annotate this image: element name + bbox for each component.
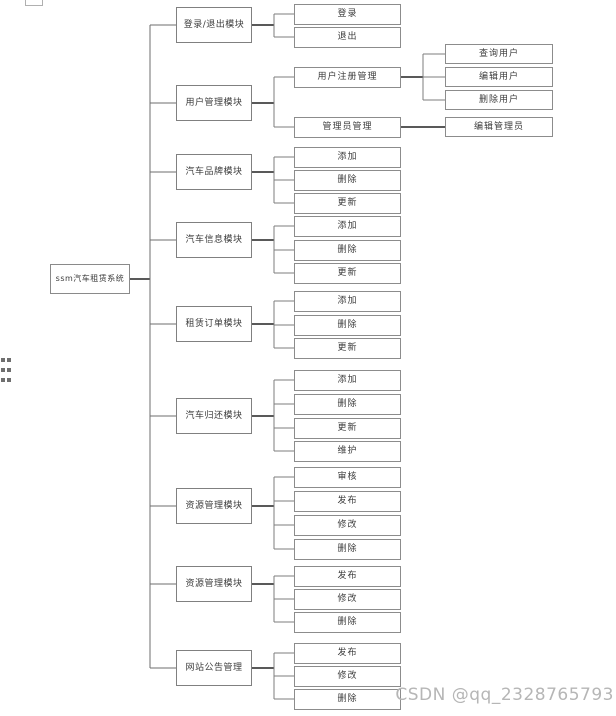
leaf-node: 添加 — [294, 291, 401, 312]
leaf-node: 删除 — [294, 240, 401, 261]
leaf-node: 删除 — [294, 539, 401, 560]
leaf-node: 添加 — [294, 147, 401, 168]
leaf-node: 删除 — [294, 315, 401, 336]
leaf-node: 发布 — [294, 643, 401, 664]
leaf-node: 维护 — [294, 441, 401, 462]
leaf-node: 修改 — [294, 589, 401, 610]
module-node: 租赁订单模块 — [176, 306, 252, 342]
leaf-node: 退出 — [294, 27, 401, 48]
root-node: ssm汽车租赁系统 — [50, 264, 130, 294]
leaf-node: 查询用户 — [445, 44, 553, 64]
leaf-node: 更新 — [294, 418, 401, 439]
partial-box-artifact — [25, 0, 43, 6]
module-node: 资源管理模块 — [176, 488, 252, 524]
module-node: 登录/退出模块 — [176, 7, 252, 43]
module-node: 汽车品牌模块 — [176, 154, 252, 190]
leaf-node: 删除 — [294, 170, 401, 191]
leaf-node: 编辑用户 — [445, 67, 553, 87]
leaf-node: 编辑管理员 — [445, 117, 553, 137]
leaf-node: 删除用户 — [445, 90, 553, 110]
module-node: 资源管理模块 — [176, 566, 252, 602]
leaf-node: 发布 — [294, 491, 401, 512]
module-node: 汽车归还模块 — [176, 398, 252, 434]
sub-group-node: 管理员管理 — [294, 117, 401, 138]
leaf-node: 删除 — [294, 689, 401, 710]
leaf-node: 更新 — [294, 193, 401, 214]
leaf-node: 审核 — [294, 467, 401, 488]
leaf-node: 修改 — [294, 666, 401, 687]
module-node: 用户管理模块 — [176, 85, 252, 121]
leaf-node: 发布 — [294, 566, 401, 587]
leaf-node: 删除 — [294, 394, 401, 415]
leaf-node: 登录 — [294, 4, 401, 25]
leaf-node: 添加 — [294, 370, 401, 391]
leaf-node: 添加 — [294, 216, 401, 237]
sub-group-node: 用户注册管理 — [294, 67, 401, 88]
module-node: 网站公告管理 — [176, 650, 252, 686]
leaf-node: 更新 — [294, 338, 401, 359]
watermark: CSDN @qq_2328765793 — [395, 685, 614, 705]
leaf-node: 删除 — [294, 612, 401, 633]
six-dots-drag-handle-icon[interactable] — [1, 358, 11, 382]
leaf-node: 修改 — [294, 515, 401, 536]
leaf-node: 更新 — [294, 263, 401, 284]
module-node: 汽车信息模块 — [176, 222, 252, 258]
